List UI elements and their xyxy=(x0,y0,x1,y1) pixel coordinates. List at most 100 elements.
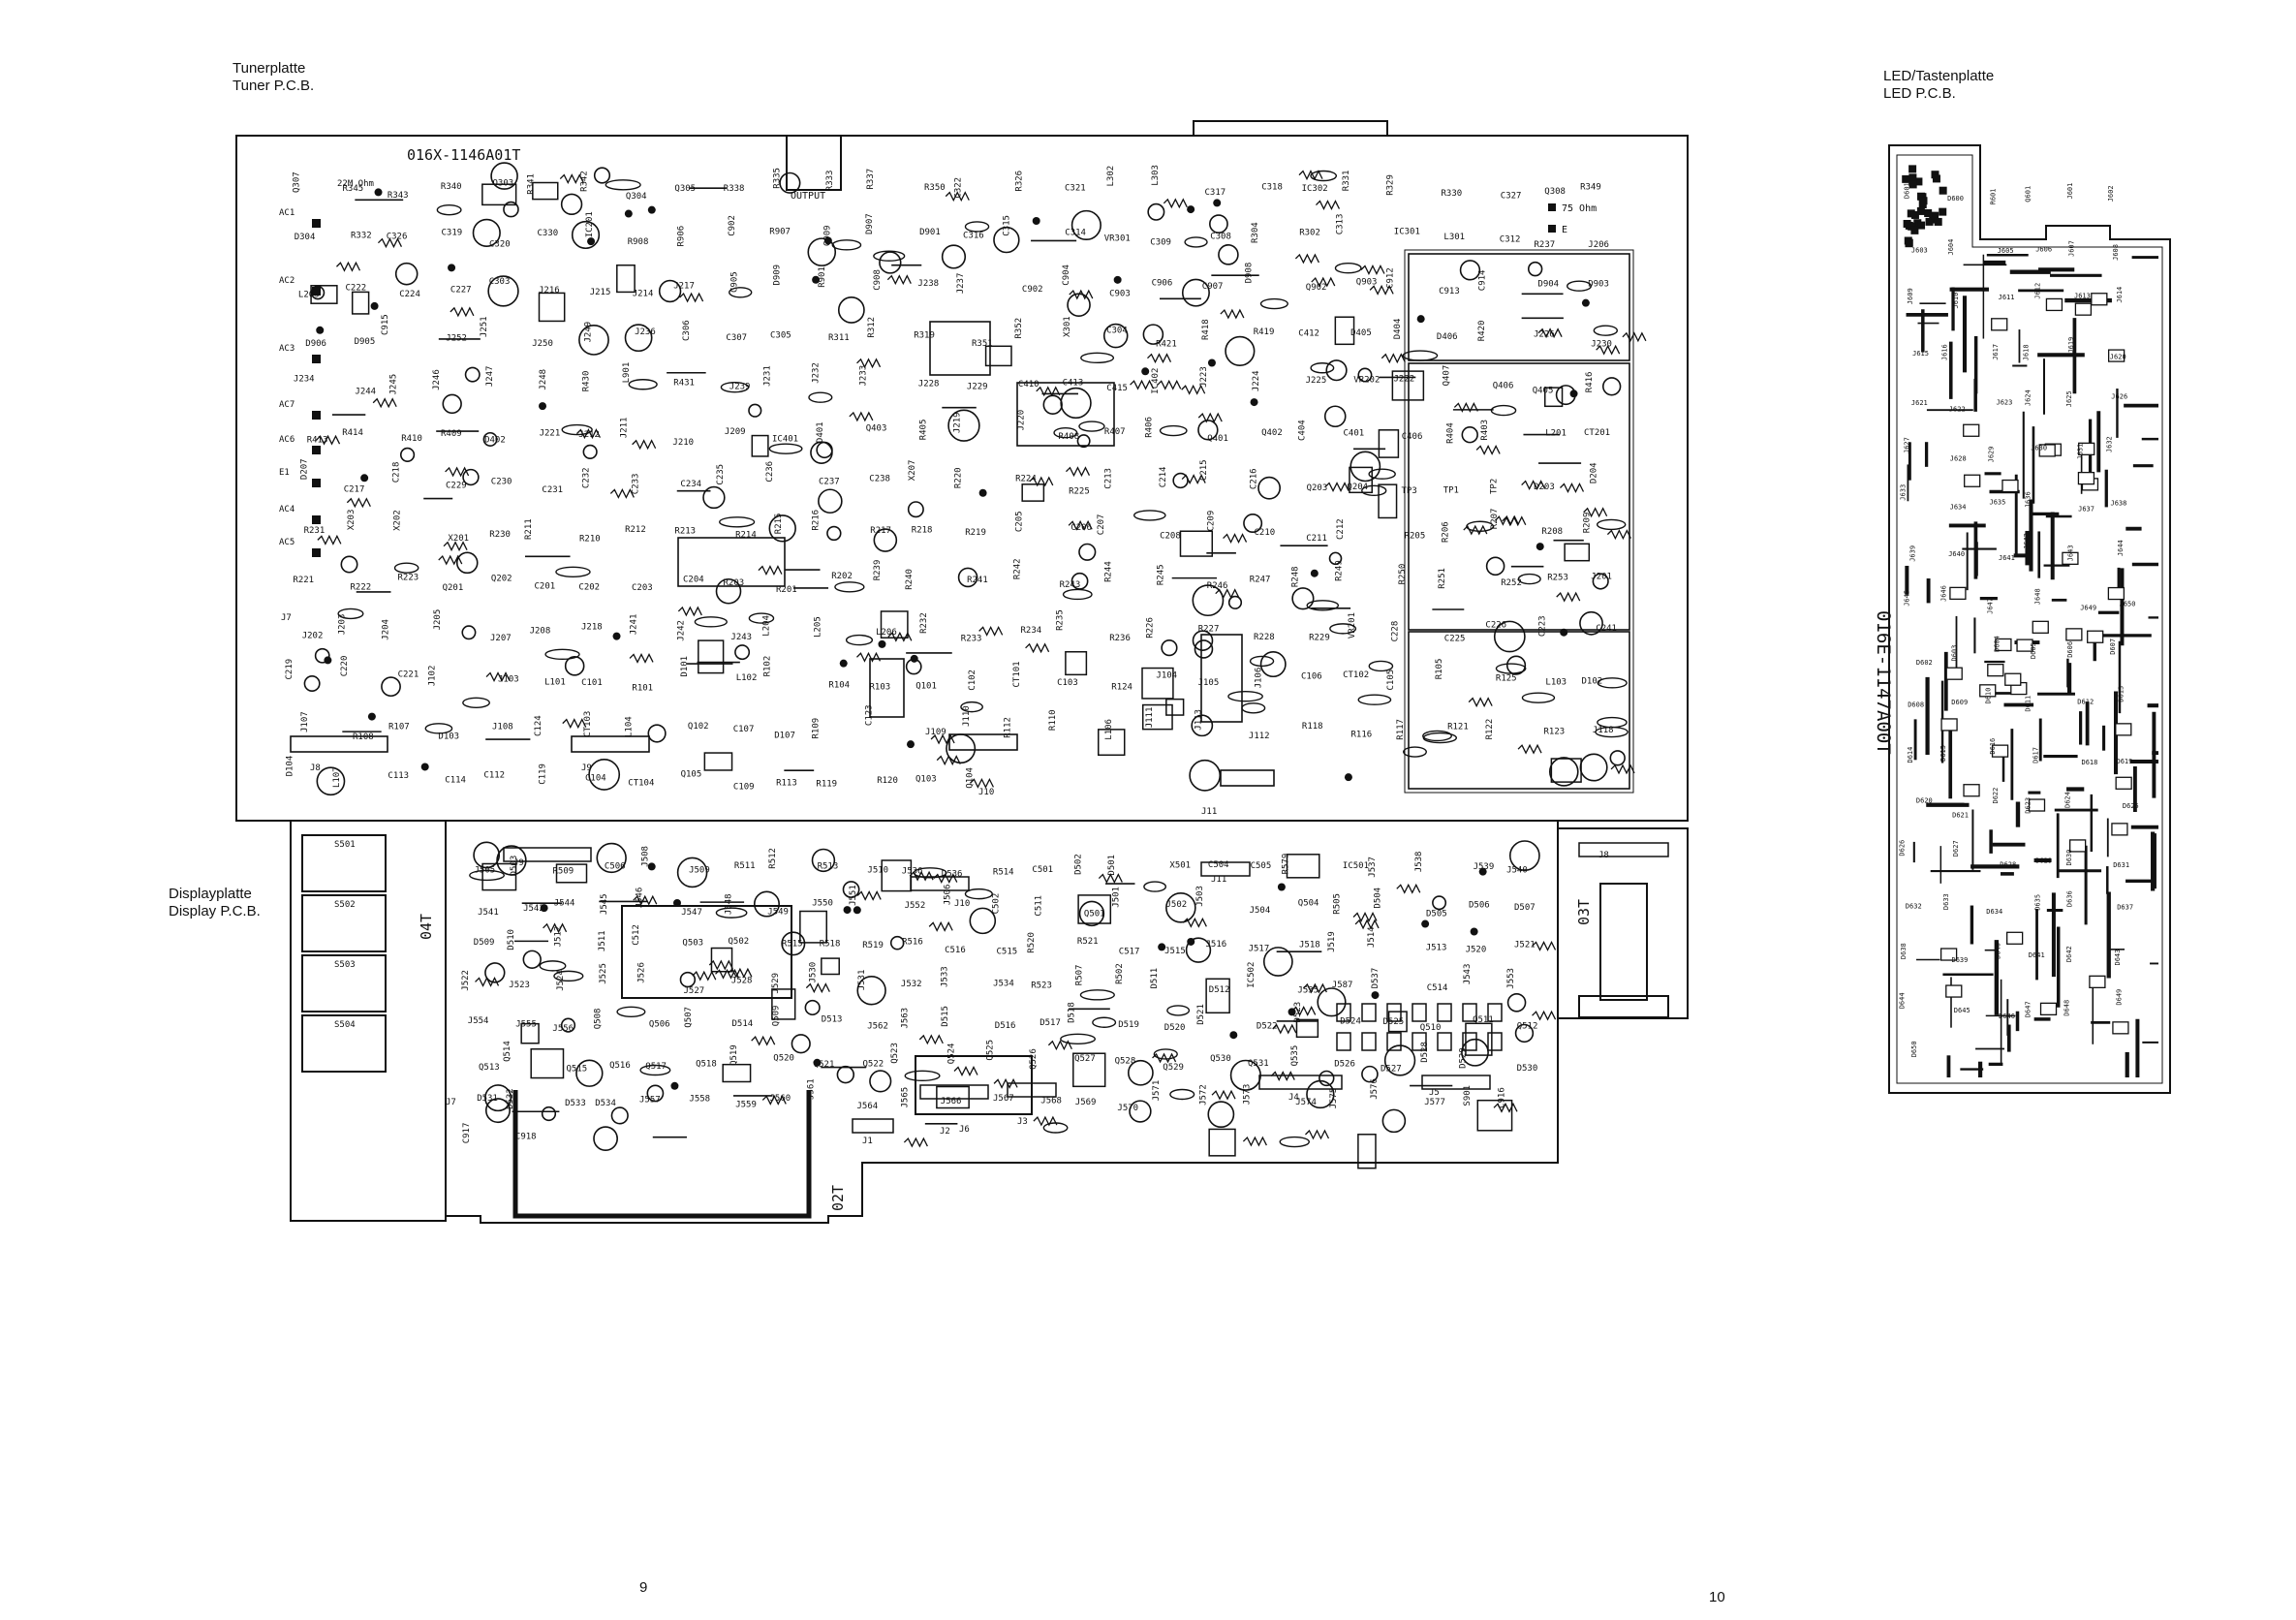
label-r122: R122 xyxy=(1485,719,1495,740)
label-j244: J244 xyxy=(355,388,376,397)
capacitor-symbol xyxy=(907,501,924,518)
label-c309: C309 xyxy=(1150,238,1171,248)
label-x501: X501 xyxy=(1169,860,1191,870)
connector-j7: J7 xyxy=(281,613,292,623)
capacitor-symbol xyxy=(818,488,843,514)
ceramic-capacitor-symbol xyxy=(1361,484,1387,497)
solder-pad xyxy=(910,654,918,663)
label-j202: J202 xyxy=(302,631,324,640)
label-d647: D647 xyxy=(2025,1001,2032,1017)
capacitor-symbol xyxy=(442,393,462,415)
led-footprint xyxy=(2001,479,2019,493)
label-r502: R502 xyxy=(1115,963,1125,984)
label-r201: R201 xyxy=(776,585,797,595)
label-r406: R406 xyxy=(1145,417,1155,438)
label-j576: J576 xyxy=(1370,1078,1380,1100)
resistor-symbol xyxy=(751,1035,776,1046)
label-j513: J513 xyxy=(1426,943,1447,952)
label-j550: J550 xyxy=(812,899,833,909)
label-j537: J537 xyxy=(1368,857,1378,878)
coil-symbol xyxy=(1387,1011,1408,1033)
resistor-symbol xyxy=(679,292,704,303)
solder-pad xyxy=(813,1058,822,1067)
capacitor-symbol xyxy=(715,577,742,605)
ceramic-capacitor-symbol xyxy=(1079,989,1115,1001)
solder-pad xyxy=(1470,927,1478,936)
solder-pad xyxy=(360,474,369,483)
label-j610: J610 xyxy=(1952,293,1960,309)
label-j613: J613 xyxy=(2074,293,2091,300)
label-q403: Q403 xyxy=(866,424,887,434)
label-r215: R215 xyxy=(774,514,784,535)
label-j611: J611 xyxy=(1999,294,2015,301)
label-j220: J220 xyxy=(1017,410,1027,431)
label-r302: R302 xyxy=(1299,228,1320,237)
resistor-symbol xyxy=(1556,591,1581,603)
solder-pad xyxy=(1187,205,1195,214)
resistor-symbol xyxy=(1068,519,1093,531)
capacitor-symbol xyxy=(1060,387,1092,420)
label-j104: J104 xyxy=(1156,670,1177,680)
label-d501: D501 xyxy=(1107,855,1117,876)
label-d649: D649 xyxy=(2115,989,2123,1006)
label-c227: C227 xyxy=(450,286,472,296)
resistor-symbol xyxy=(1517,743,1542,755)
label-r105: R105 xyxy=(1435,659,1444,680)
label-d405: D405 xyxy=(1350,328,1372,338)
label-j645: J645 xyxy=(1903,590,1910,607)
copper-pad xyxy=(1910,210,1919,219)
connector-block xyxy=(1220,769,1275,787)
label-j608: J608 xyxy=(2112,244,2120,261)
label-c208: C208 xyxy=(1160,532,1181,542)
label-c330: C330 xyxy=(538,229,559,238)
label-q308: Q308 xyxy=(1544,187,1566,197)
label-x203: X203 xyxy=(347,510,357,531)
label-d101: D101 xyxy=(680,656,690,677)
resistor-symbol xyxy=(715,968,740,980)
label-r234: R234 xyxy=(1021,626,1042,636)
label-c109: C109 xyxy=(733,782,755,792)
capacitor-symbol xyxy=(490,162,518,190)
label-c232: C232 xyxy=(582,467,592,488)
label-r235: R235 xyxy=(1056,609,1066,631)
label-d602: D602 xyxy=(1916,659,1933,667)
display-connector-j2: J2 xyxy=(940,1127,950,1137)
ceramic-capacitor-symbol xyxy=(1402,350,1439,361)
label-d642: D642 xyxy=(2065,946,2073,962)
resistor-symbol xyxy=(1033,1115,1058,1127)
label-c204: C204 xyxy=(683,576,704,585)
resistor-symbol xyxy=(632,439,657,451)
label-d402: D402 xyxy=(484,435,506,445)
label-j612: J612 xyxy=(2034,283,2042,299)
label-j108: J108 xyxy=(492,723,513,732)
ceramic-capacitor-symbol xyxy=(544,648,580,661)
led-footprint xyxy=(1963,423,1980,437)
copper-pad xyxy=(1939,186,1947,195)
label-j239: J239 xyxy=(729,383,751,392)
label-j218: J218 xyxy=(581,623,603,633)
label-j511: J511 xyxy=(598,930,607,951)
label-j635: J635 xyxy=(1990,499,2006,507)
terminal-ac1: AC1 xyxy=(279,208,295,218)
label-j112: J112 xyxy=(1249,732,1270,741)
label-r231: R231 xyxy=(304,526,326,536)
label-j232: J232 xyxy=(812,362,822,384)
led-footprint xyxy=(2115,776,2132,790)
label-r505: R505 xyxy=(1333,893,1343,915)
coil-symbol xyxy=(1179,530,1214,557)
coil-symbol xyxy=(530,1047,565,1079)
label-r123: R123 xyxy=(1544,728,1566,737)
display-connector-j6: J6 xyxy=(959,1125,970,1135)
label-q102: Q102 xyxy=(688,722,709,732)
label-r340: R340 xyxy=(441,182,462,192)
label-j522: J522 xyxy=(461,970,471,991)
label-j206: J206 xyxy=(1588,240,1609,250)
label-j614: J614 xyxy=(2116,287,2124,303)
ceramic-capacitor-symbol xyxy=(639,1064,671,1076)
label-r350: R350 xyxy=(924,183,946,193)
label-l301: L301 xyxy=(1443,233,1465,242)
label-r245: R245 xyxy=(1156,564,1165,585)
label-r343: R343 xyxy=(388,191,409,201)
label-j567: J567 xyxy=(993,1094,1014,1104)
